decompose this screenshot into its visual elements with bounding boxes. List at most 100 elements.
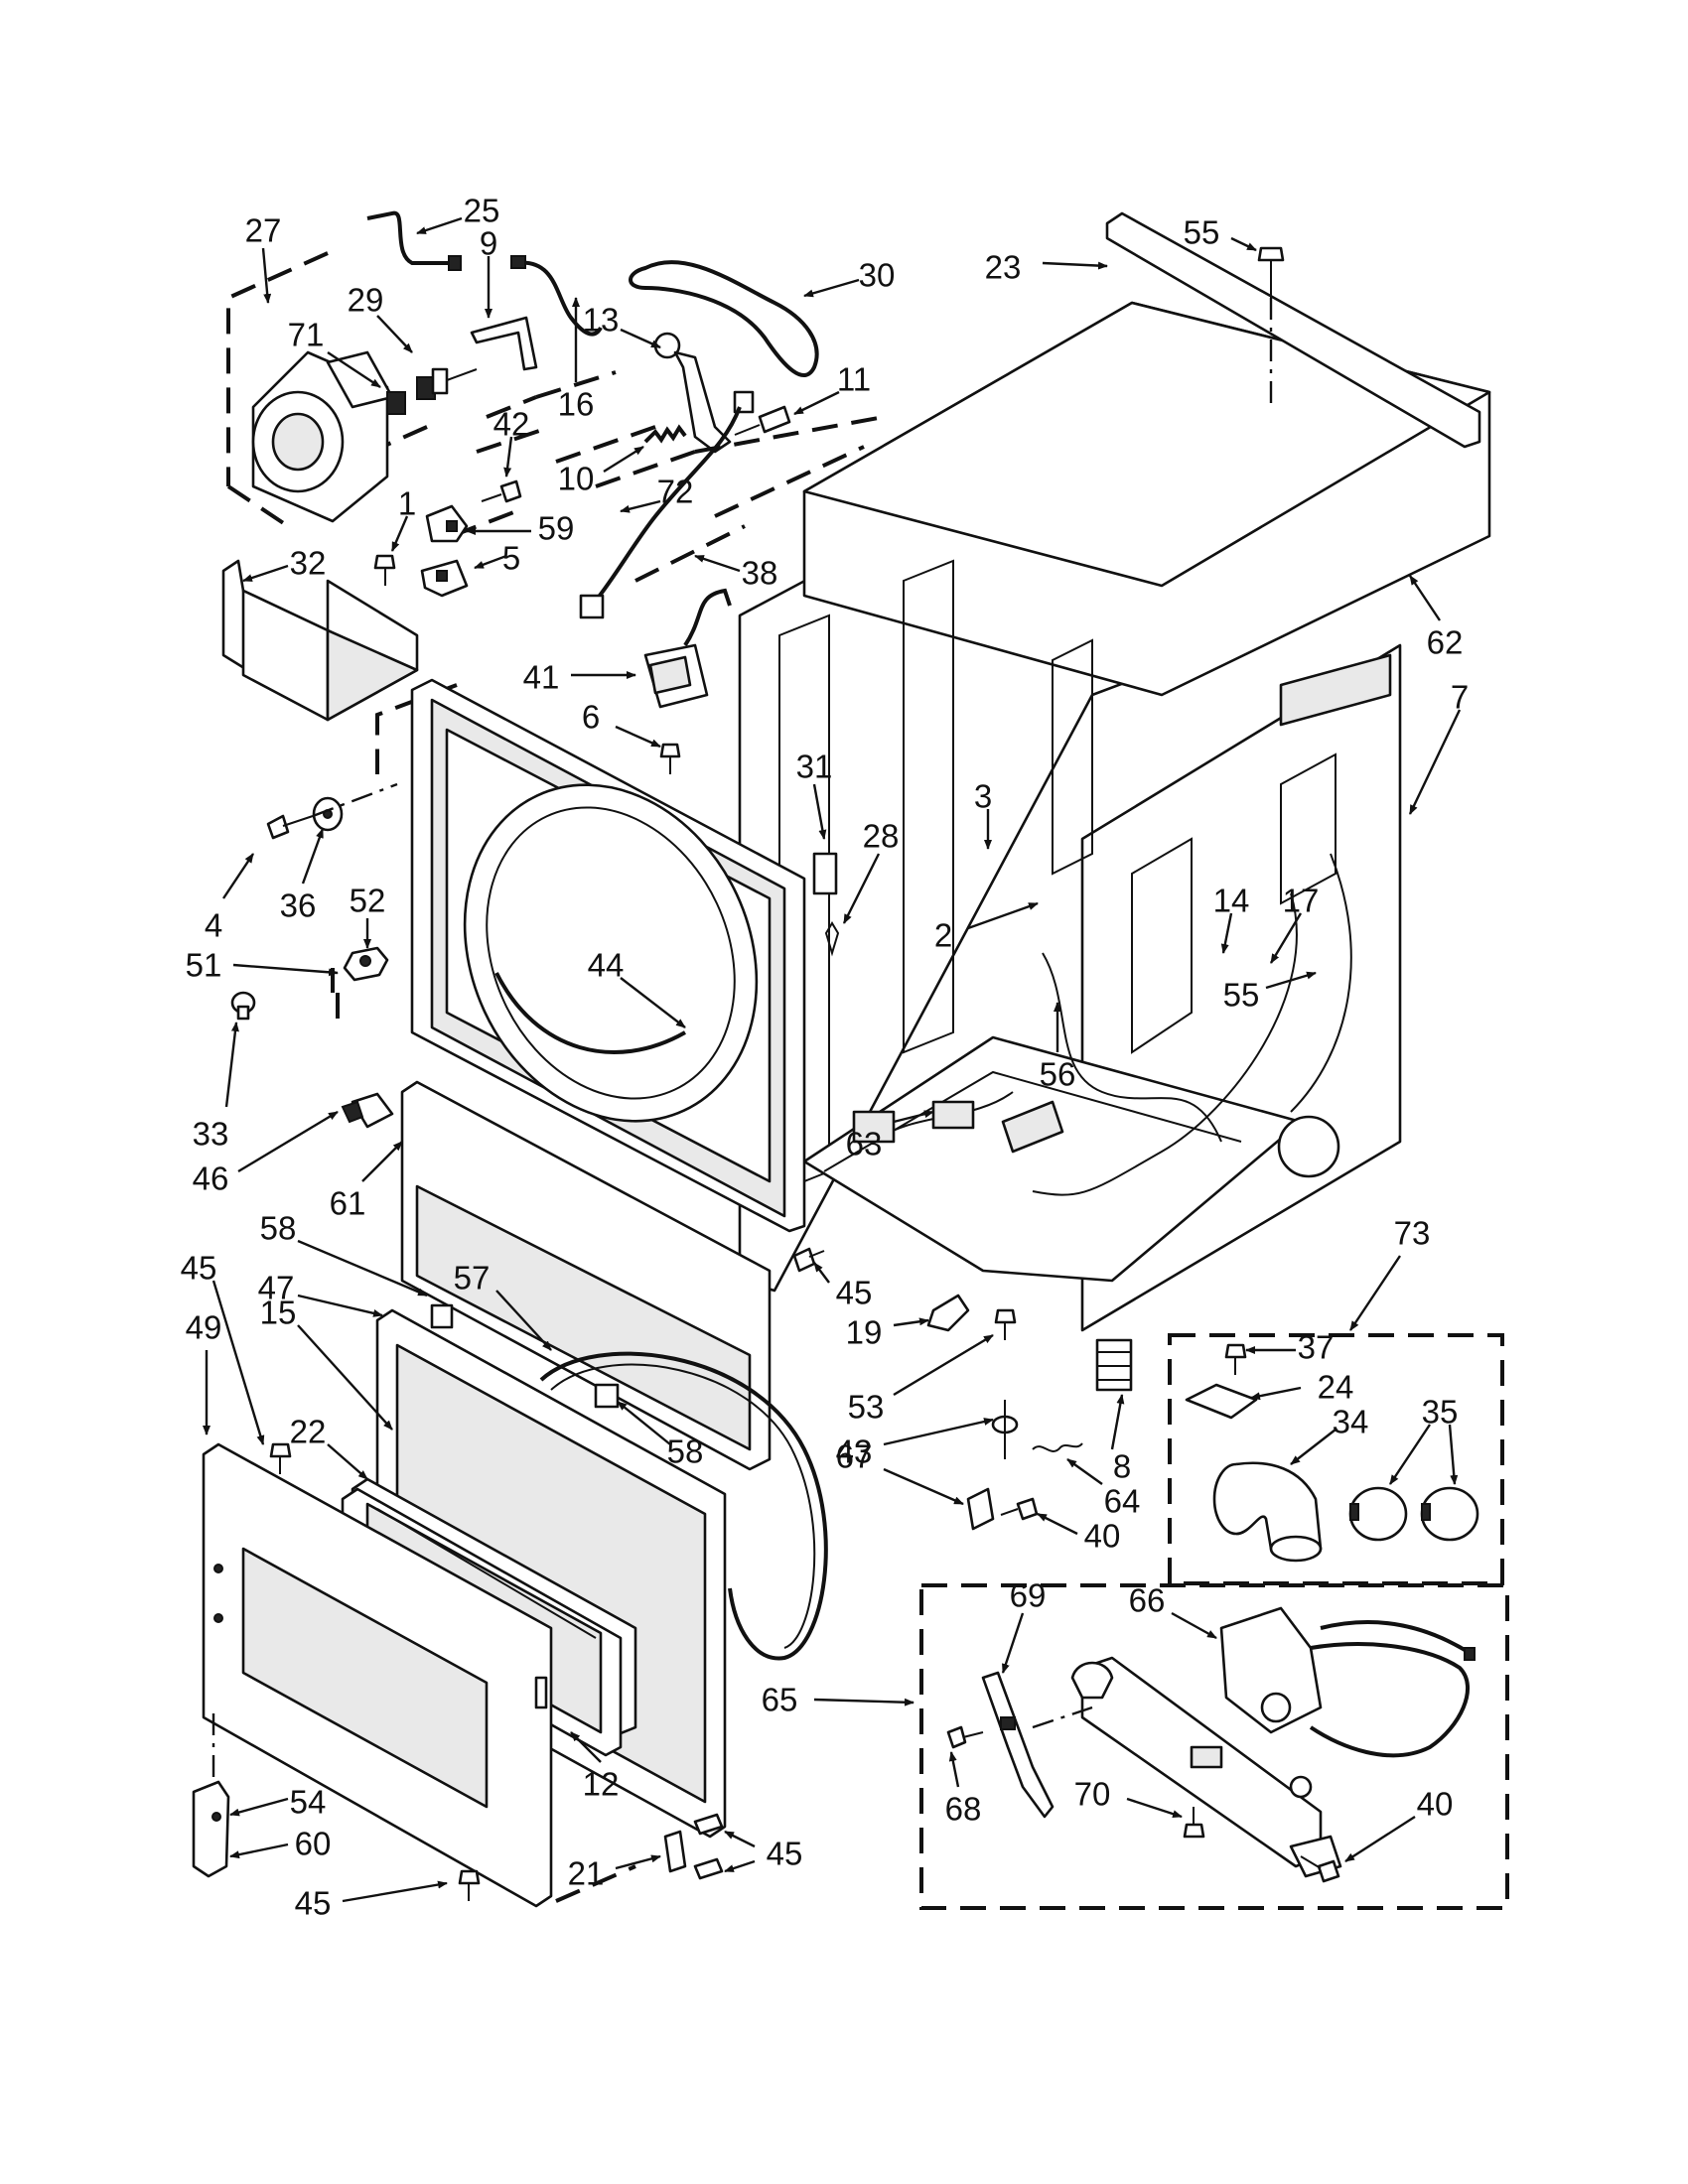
thermostat-35b bbox=[1420, 1486, 1479, 1542]
leader-arrow-p40a-0 bbox=[1037, 1512, 1078, 1536]
leader-arrow-p4-0 bbox=[222, 853, 254, 899]
screw-6 bbox=[659, 743, 681, 774]
callout-label-p12: 12 bbox=[583, 1766, 620, 1803]
screw-11 bbox=[734, 405, 791, 436]
hinge-bracket-21 bbox=[555, 1813, 724, 1903]
leader-arrow-p62-0 bbox=[1409, 575, 1441, 621]
callout-label-p42: 42 bbox=[493, 406, 530, 443]
callout-label-p70: 70 bbox=[1074, 1776, 1111, 1813]
callout-label-p22: 22 bbox=[290, 1414, 327, 1450]
callout-label-p73: 73 bbox=[1394, 1215, 1431, 1252]
callout-label-p4: 4 bbox=[205, 907, 222, 944]
callout-label-p21: 21 bbox=[568, 1855, 605, 1892]
callout-label-p53: 53 bbox=[848, 1389, 885, 1426]
gas-valve-assembly bbox=[946, 1606, 1476, 1883]
leader-arrow-p15-0 bbox=[297, 1324, 393, 1431]
exhaust-parts bbox=[1185, 1343, 1479, 1563]
leader-arrow-p45b-0 bbox=[211, 1280, 265, 1445]
kit-box-73 bbox=[1168, 1333, 1504, 1585]
callout-label-p55a: 55 bbox=[1184, 214, 1220, 251]
leader-arrow-p73-0 bbox=[1349, 1255, 1401, 1331]
clip-64 bbox=[1032, 1442, 1083, 1452]
screw-40-mid bbox=[1000, 1497, 1039, 1521]
leader-arrow-p38-0 bbox=[694, 554, 741, 573]
leader-arrow-p10-0 bbox=[603, 445, 644, 474]
leader-arrow-p63-0 bbox=[893, 1110, 934, 1124]
leader-arrow-p32-0 bbox=[242, 564, 289, 583]
leader-arrow-p45d-0 bbox=[342, 1880, 448, 1903]
leader-arrow-p34-0 bbox=[1290, 1429, 1336, 1465]
kit-box-65 bbox=[919, 1583, 1509, 1910]
callout-label-p45b: 45 bbox=[181, 1250, 217, 1287]
cabinet bbox=[738, 301, 1491, 1332]
bushing-8 bbox=[1095, 1338, 1133, 1392]
callout-label-p49: 49 bbox=[186, 1309, 222, 1346]
callout-label-p17: 17 bbox=[1283, 883, 1320, 919]
callout-label-p6: 6 bbox=[582, 699, 600, 736]
callout-label-p29: 29 bbox=[348, 282, 384, 319]
leader-arrow-p13-0 bbox=[620, 328, 661, 349]
leader-arrow-p46-0 bbox=[237, 1110, 339, 1173]
leader-arrow-p65-0 bbox=[813, 1698, 914, 1706]
callout-label-p2: 2 bbox=[934, 917, 952, 954]
callout-label-p52: 52 bbox=[350, 883, 386, 919]
plug-33 bbox=[230, 991, 256, 1021]
leader-arrow-p43-0 bbox=[883, 1418, 994, 1446]
leader-arrow-p8-0 bbox=[1110, 1394, 1125, 1450]
leader-arrow-p57-0 bbox=[495, 1290, 552, 1351]
callout-label-p45a: 45 bbox=[836, 1275, 873, 1311]
leader-arrow-p40b-0 bbox=[1344, 1815, 1416, 1863]
callout-label-p25: 25 bbox=[464, 193, 500, 229]
screw-37 bbox=[1224, 1343, 1247, 1375]
callout-label-p58a: 58 bbox=[260, 1210, 297, 1247]
leader-arrow-p36-0 bbox=[301, 828, 325, 885]
leader-arrow-p25-0 bbox=[416, 216, 463, 235]
callout-label-p7: 7 bbox=[1451, 679, 1469, 716]
leader-arrow-p5-0 bbox=[474, 554, 507, 570]
leader-arrow-p45c-0 bbox=[724, 1830, 756, 1848]
screw-40-valve bbox=[1300, 1855, 1340, 1883]
callout-label-p43: 43 bbox=[836, 1433, 873, 1470]
callout-label-p69: 69 bbox=[1010, 1577, 1047, 1614]
callout-label-p72: 72 bbox=[657, 474, 694, 510]
callout-label-p45c: 45 bbox=[767, 1836, 803, 1872]
motor-mount bbox=[221, 559, 419, 722]
callout-label-p57: 57 bbox=[454, 1260, 491, 1297]
callout-label-p32: 32 bbox=[290, 545, 327, 582]
leader-arrow-p69-0 bbox=[1001, 1612, 1025, 1674]
screw-68 bbox=[946, 1725, 984, 1749]
callout-label-p65: 65 bbox=[762, 1682, 798, 1718]
leader-arrow-p72-0 bbox=[620, 499, 661, 513]
duct-elbow-34 bbox=[1212, 1461, 1323, 1563]
callout-label-p10: 10 bbox=[558, 461, 595, 497]
leader-arrow-p58a-0 bbox=[297, 1239, 428, 1297]
callout-label-p36: 36 bbox=[280, 887, 317, 924]
callout-label-p40b: 40 bbox=[1417, 1786, 1454, 1823]
callout-label-p30: 30 bbox=[859, 257, 896, 294]
callout-label-p35: 35 bbox=[1422, 1394, 1459, 1431]
callout-label-p45d: 45 bbox=[295, 1885, 332, 1922]
leader-arrow-p23-0 bbox=[1042, 261, 1108, 270]
callout-label-p38: 38 bbox=[742, 555, 778, 592]
top-rail bbox=[1105, 211, 1481, 449]
motor-assembly bbox=[226, 251, 478, 528]
callout-label-p60: 60 bbox=[295, 1826, 332, 1862]
callout-label-p44: 44 bbox=[588, 947, 625, 984]
callout-label-p55b: 55 bbox=[1223, 977, 1260, 1014]
screw-53 bbox=[994, 1308, 1017, 1340]
leader-arrow-p64-0 bbox=[1066, 1458, 1103, 1485]
callout-label-p37: 37 bbox=[1298, 1329, 1335, 1366]
harness-25 bbox=[366, 210, 452, 265]
leader-arrow-p14-0 bbox=[1220, 912, 1233, 954]
callout-label-p28: 28 bbox=[863, 818, 900, 855]
leader-arrow-p7-0 bbox=[1408, 709, 1462, 815]
callout-label-p58b: 58 bbox=[667, 1433, 704, 1470]
leader-arrow-p35-0 bbox=[1389, 1424, 1431, 1485]
leader-arrow-p66-0 bbox=[1171, 1611, 1217, 1640]
leader-arrow-p70-0 bbox=[1126, 1797, 1183, 1819]
front-panel bbox=[410, 678, 806, 1233]
screw-70 bbox=[1183, 1807, 1205, 1839]
leader-arrow-p29-0 bbox=[376, 315, 413, 353]
screw-45-door bbox=[458, 1869, 481, 1901]
connector-46 bbox=[341, 1092, 394, 1129]
